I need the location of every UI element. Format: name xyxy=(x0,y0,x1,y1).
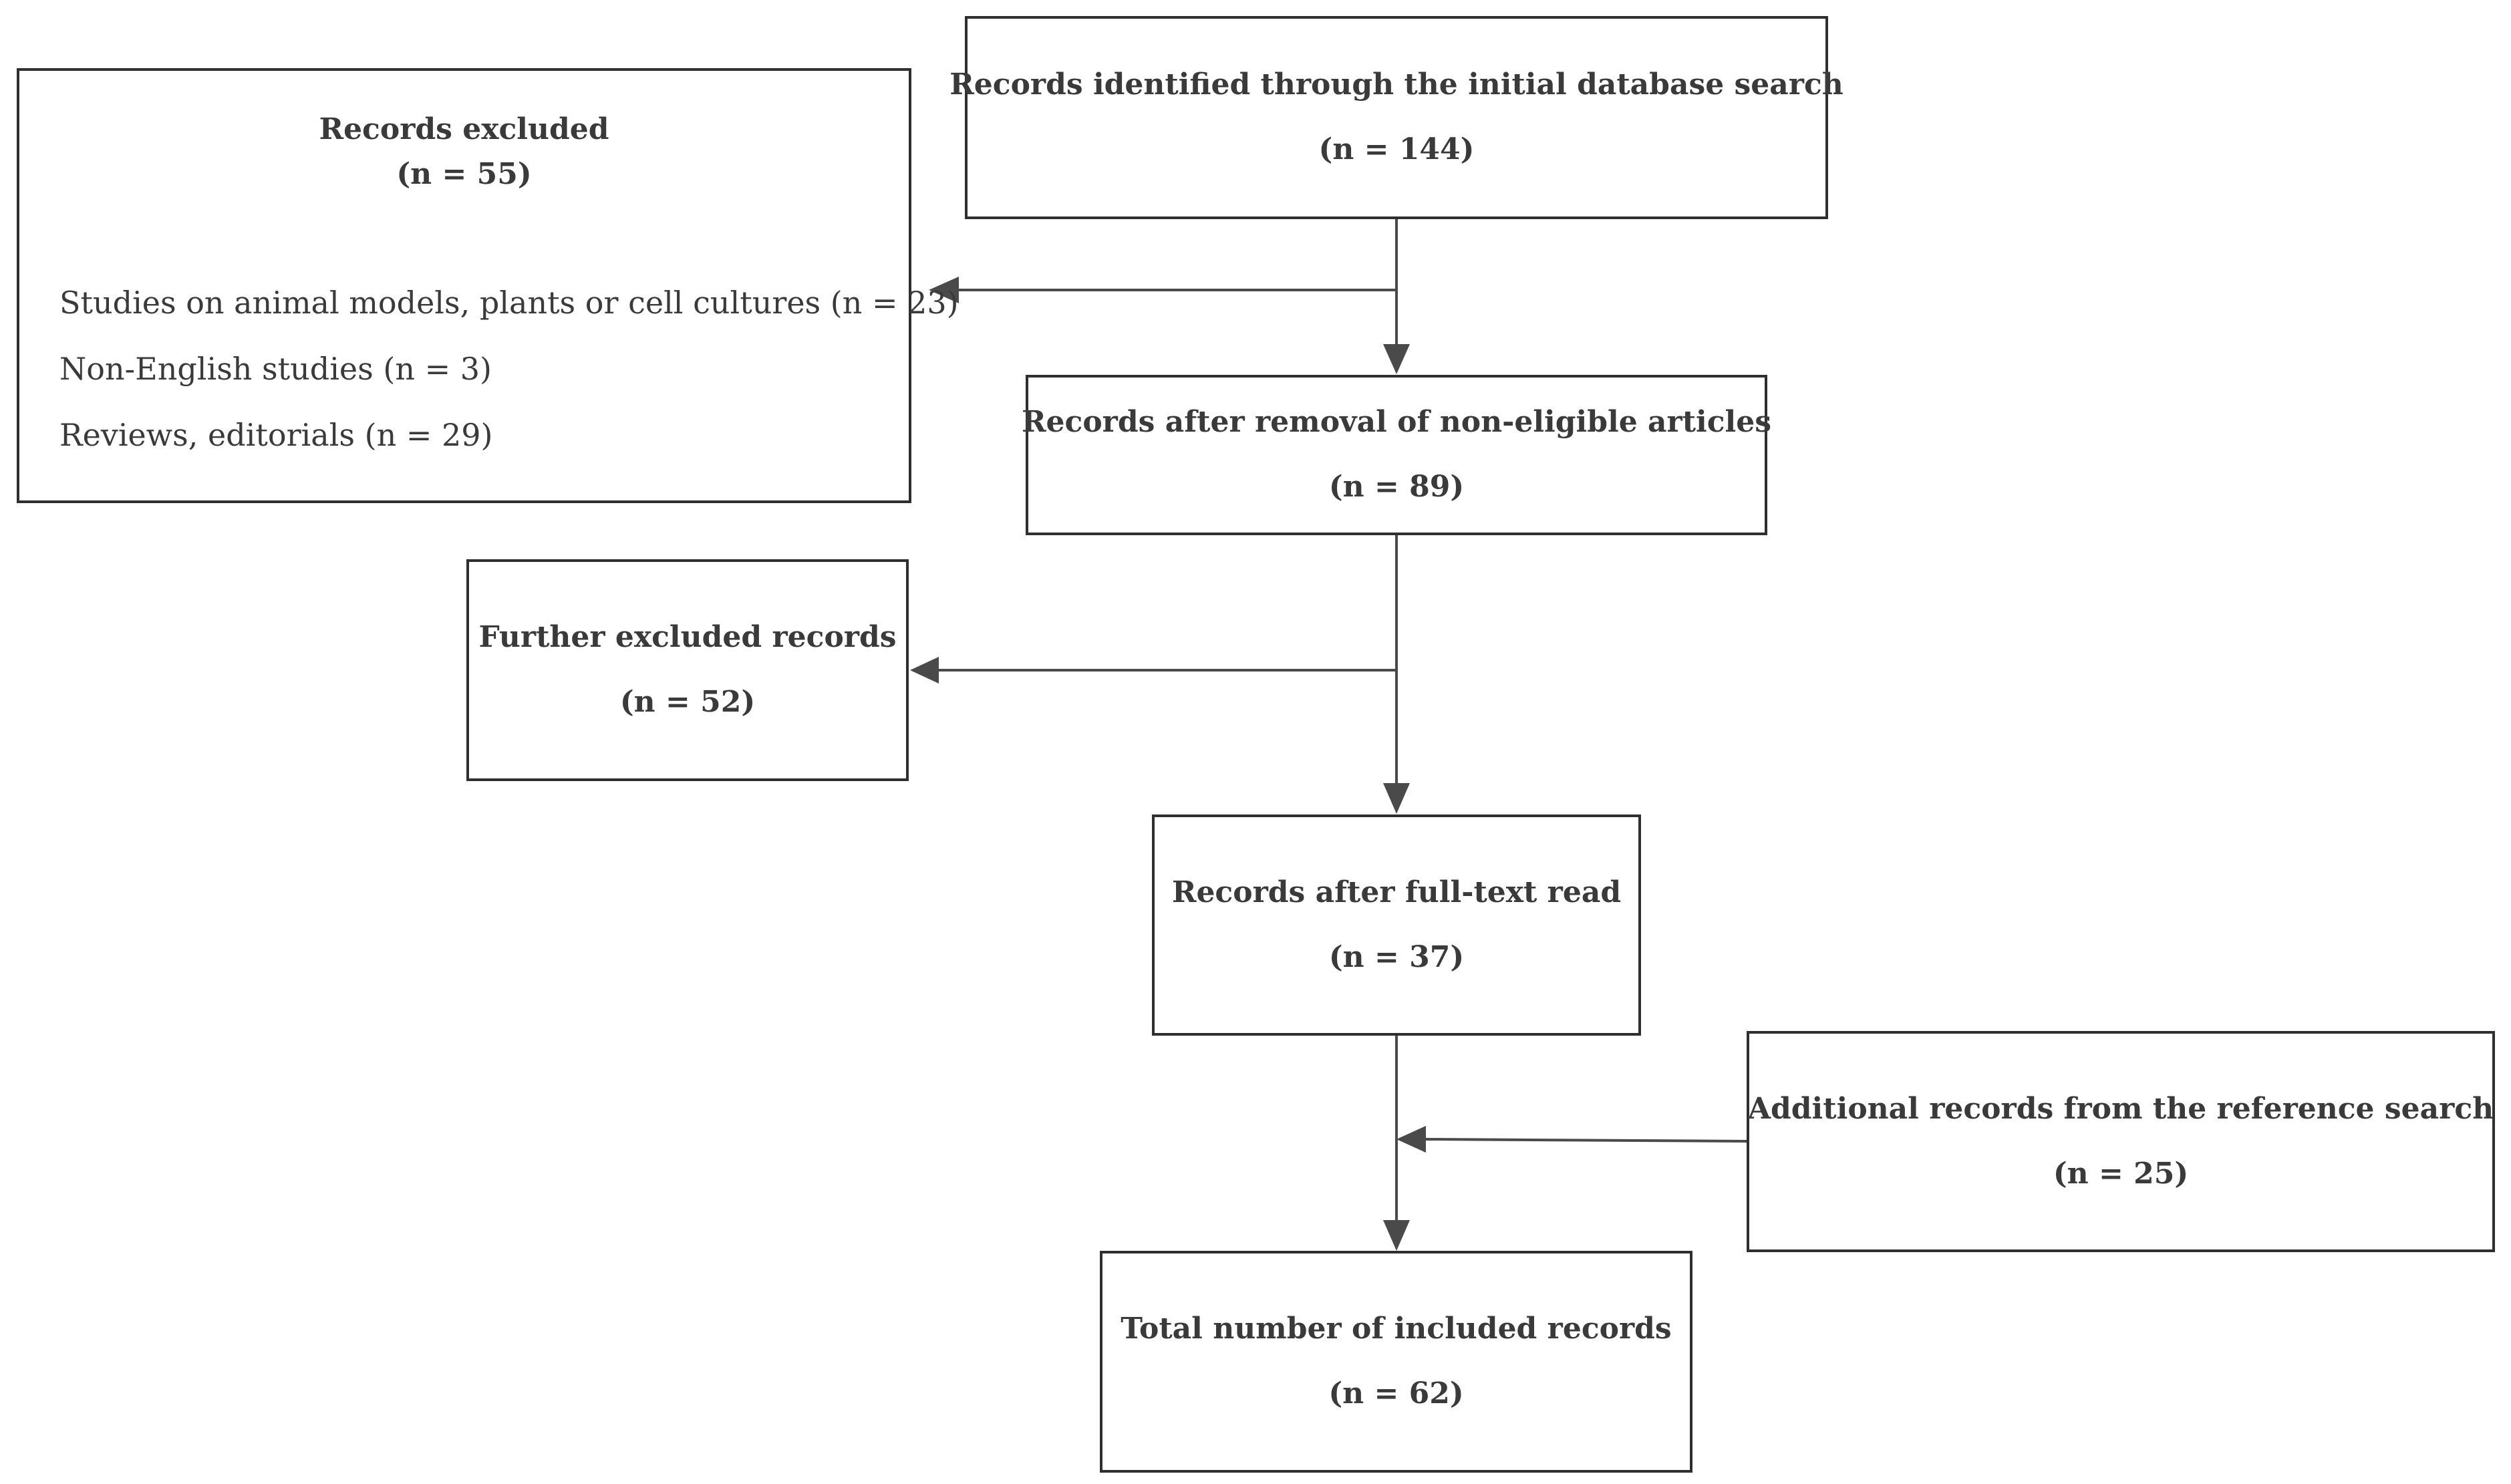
arrow-from-additional xyxy=(1423,1138,1747,1143)
further-excluded-box: Further excluded records (n = 52) xyxy=(466,559,909,781)
total-included-box: Total number of included records (n = 62… xyxy=(1100,1251,1692,1473)
exclusion-reason: Reviews, editorials (n = 29) xyxy=(59,417,493,454)
additional-records-box: Additional records from the reference se… xyxy=(1747,1031,2495,1252)
arrow-to-excluded-head xyxy=(929,277,959,303)
after-fulltext-box: Records after full-text read (n = 37) xyxy=(1152,814,1641,1036)
additional-records-count: (n = 25) xyxy=(2053,1156,2189,1191)
further-excluded-label: Further excluded records xyxy=(478,620,897,655)
records-excluded-label: Records excluded xyxy=(319,112,609,146)
after-removal-count: (n = 89) xyxy=(1328,470,1465,504)
total-included-count: (n = 62) xyxy=(1328,1376,1464,1411)
arrow-removal-to-fulltext-head xyxy=(1383,783,1410,814)
arrow-to-further-excluded-head xyxy=(910,657,939,684)
after-removal-box: Records after removal of non-eligible ar… xyxy=(1022,375,1771,535)
initial-search-label: Records identified through the initial d… xyxy=(949,67,1843,102)
exclusion-reason: Non-English studies (n = 3) xyxy=(59,351,492,388)
further-excluded-count: (n = 52) xyxy=(619,685,756,719)
after-fulltext-count: (n = 37) xyxy=(1328,939,1465,974)
arrow-from-additional-head xyxy=(1396,1126,1426,1153)
records-excluded-box: Records excluded (n = 55) Studies on ani… xyxy=(17,68,959,503)
initial-search-count: (n = 144) xyxy=(1318,132,1475,166)
arrow-initial-to-removal-head xyxy=(1383,344,1410,374)
after-removal-label: Records after removal of non-eligible ar… xyxy=(1021,405,1772,440)
exclusion-reasons-list: Studies on animal models, plants or cell… xyxy=(59,285,959,484)
arrow-fulltext-to-total-head xyxy=(1383,1220,1410,1251)
initial-search-box: Records identified through the initial d… xyxy=(949,16,1843,219)
after-fulltext-label: Records after full-text read xyxy=(1171,875,1622,909)
records-excluded-count: (n = 55) xyxy=(396,156,532,191)
additional-records-label: Additional records from the reference se… xyxy=(1747,1091,2494,1126)
total-included-label: Total number of included records xyxy=(1121,1312,1672,1346)
exclusion-reason: Studies on animal models, plants or cell… xyxy=(59,285,959,321)
